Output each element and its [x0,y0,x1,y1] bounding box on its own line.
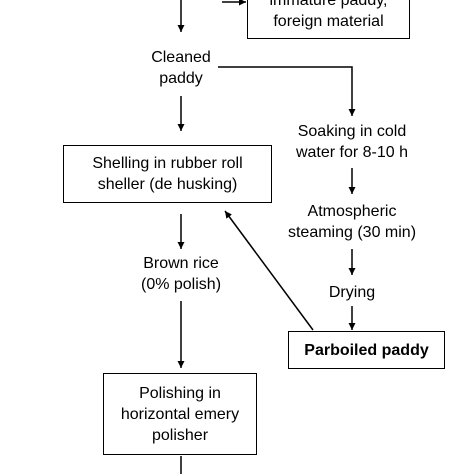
shelling-box: Shelling in rubber roll sheller (de husk… [63,145,272,203]
impurities-line-2: foreign material [273,13,384,30]
parboiled-line-1: Parboiled paddy [304,341,429,359]
impurities-box: immature paddy, foreign material [247,0,410,39]
steaming-line-2: steaming (30 min) [287,224,417,241]
soaking-label: Soaking in cold water for 8-10 h [272,121,432,163]
cleaned-paddy-line-1: Cleaned [151,49,211,66]
brown-rice-line-1: Brown rice [143,255,219,272]
cleaned-paddy-label: Cleaned paddy [131,47,231,89]
shelling-line-2: sheller (de husking) [97,176,238,193]
shelling-line-1: Shelling in rubber roll [92,155,243,172]
brown-rice-line-2: (0% polish) [140,276,222,293]
steaming-label: Atmospheric steaming (30 min) [272,201,432,243]
cleaned-paddy-line-2: paddy [159,70,203,87]
soaking-line-2: water for 8-10 h [295,144,409,161]
polishing-line-2: horizontal emery [120,405,240,423]
brown-rice-label: Brown rice (0% polish) [121,253,241,295]
polishing-box: Polishing in horizontal emery polisher [103,373,257,455]
polishing-line-3: polisher [151,426,209,444]
arrow-cleaned-to-soaking [218,66,356,116]
drying-label: Drying [292,282,412,303]
parboiled-paddy-box: Parboiled paddy [288,331,445,369]
soaking-line-1: Soaking in cold [297,123,407,140]
arrow-parboiled-to-shelling [224,210,314,331]
steaming-line-1: Atmospheric [307,203,397,220]
polishing-line-1: Polishing in [139,384,221,402]
impurities-line-1: immature paddy, [269,0,388,9]
drying-line-1: Drying [328,284,376,301]
